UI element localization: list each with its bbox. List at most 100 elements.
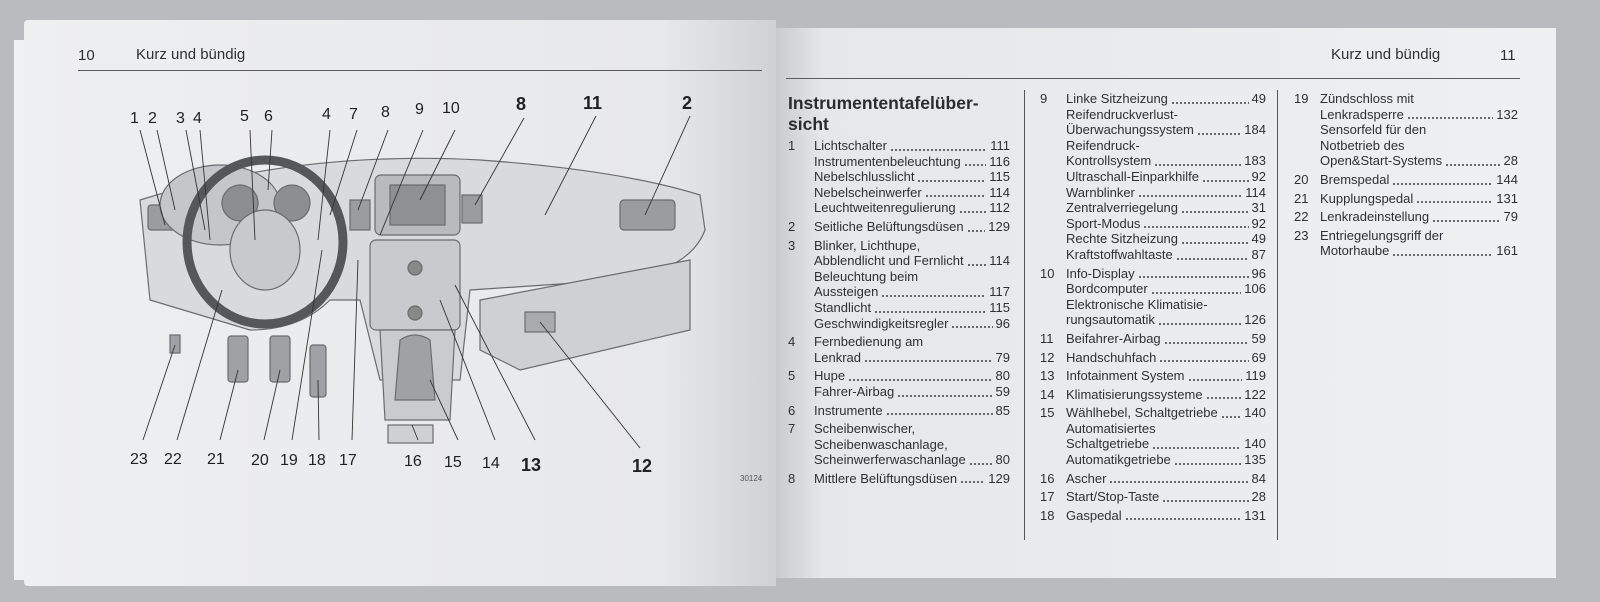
entry-line: Elektronische Klimatisie-	[1066, 297, 1266, 313]
page-reference: 161	[1496, 243, 1518, 259]
page-reference: 28	[1503, 153, 1518, 169]
callout-label: 19	[280, 452, 298, 469]
entry-text: Automatikgetriebe	[1066, 452, 1171, 468]
entry-text: Zündschloss mit	[1320, 91, 1414, 106]
dot-leader	[1170, 101, 1249, 104]
entry-number: 17	[1040, 489, 1055, 505]
page-reference: 140	[1244, 436, 1266, 452]
dot-leader	[1150, 291, 1242, 294]
page-reference: 183	[1244, 153, 1266, 169]
dot-leader	[966, 263, 987, 266]
page-reference: 85	[995, 402, 1010, 418]
dot-leader	[960, 481, 986, 484]
page-reference: 80	[995, 368, 1010, 384]
entry-text: Entriegelungsgriff der	[1320, 227, 1444, 243]
page-reference: 115	[989, 169, 1010, 185]
callout-label: 12	[632, 456, 653, 476]
page-reference: 96	[995, 315, 1010, 331]
dot-leader	[1175, 257, 1249, 260]
entry-text: Scheibenwischer,	[814, 421, 916, 437]
dot-leader	[1432, 219, 1501, 222]
page-reference: 59	[995, 383, 1010, 399]
dot-leader	[848, 378, 993, 381]
entry-text: Leuchtweitenregulierung	[814, 200, 956, 216]
entry-text: Mittlere Belüftungsdüsen	[814, 470, 958, 486]
page-reference: 80	[995, 452, 1010, 468]
entry-text: Scheibenwaschanlage,	[814, 436, 948, 452]
title-line: sicht	[788, 114, 829, 134]
entry-text: Kupplungspedal	[1320, 190, 1414, 206]
entry-number: 18	[1040, 507, 1055, 523]
entry-line: Open&Start-Systems 28	[1320, 153, 1518, 169]
dot-leader	[897, 394, 993, 397]
entry-text: Ultraschall-Einparkhilfe	[1066, 168, 1199, 184]
page-reference: 96	[1251, 265, 1266, 281]
left-section-title: Kurz und bündig	[136, 46, 246, 63]
dot-leader	[1181, 241, 1249, 244]
callout-label: 10	[442, 100, 460, 117]
page-reference: 114	[1245, 184, 1266, 200]
callout-label: 15	[444, 454, 462, 471]
title-line: Instrumententafelüber-	[788, 93, 979, 113]
entry-text: Sensorfeld für den	[1320, 122, 1427, 138]
entry-text: Instrumentenbeleuchtung	[814, 153, 961, 169]
callout-label: 18	[308, 452, 326, 469]
entry-text: Überwachungssystem	[1066, 122, 1194, 138]
entry-line: Zündschloss mit	[1320, 91, 1518, 107]
entry-line: Scheibenwaschanlage,	[814, 437, 1010, 453]
dot-leader	[1416, 201, 1494, 204]
page-reference: 49	[1251, 91, 1266, 106]
page-reference: 131	[1244, 507, 1266, 523]
entry-number: 10	[1040, 265, 1055, 281]
page-reference: 79	[1503, 209, 1518, 225]
entry-text: Lenkradsperre	[1320, 106, 1404, 122]
entry-number: 2	[788, 218, 796, 234]
entry-number: 21	[1294, 190, 1309, 206]
right-header-rule	[786, 78, 1520, 79]
entry-text: rungsautomatik	[1066, 312, 1155, 328]
entry-text: Open&Start-Systems	[1320, 153, 1443, 169]
entry-text: Fernbedienung am	[814, 334, 924, 350]
callout-label: 20	[251, 452, 269, 469]
right-page-number: 11	[1500, 47, 1516, 64]
callout-label: 3	[176, 110, 185, 127]
entry-text: Kraftstoffwahltaste	[1066, 246, 1173, 262]
callout-label: 11	[583, 93, 603, 113]
dot-leader	[863, 360, 993, 363]
dot-leader	[1392, 253, 1494, 256]
entry-text: Instrumente	[814, 402, 883, 418]
callout-label: 21	[207, 451, 225, 468]
dot-leader	[1109, 481, 1249, 484]
entry-text: Ascher	[1066, 470, 1107, 486]
